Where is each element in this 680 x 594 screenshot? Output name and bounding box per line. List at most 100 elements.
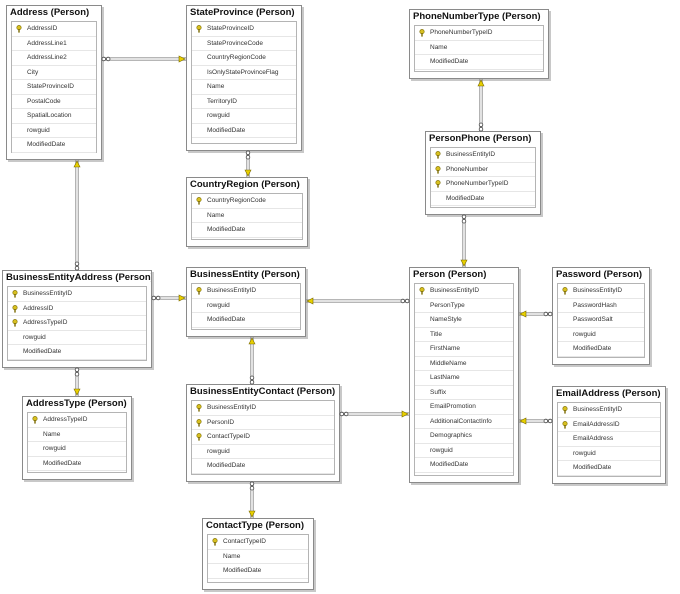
column-row[interactable]: ModifiedDate: [28, 457, 126, 471]
column-row[interactable]: rowguid: [558, 328, 644, 342]
column-row[interactable]: PostalCode: [12, 95, 96, 109]
column-row[interactable]: ModifiedDate: [558, 461, 660, 476]
column-row[interactable]: EmailAddress: [558, 432, 660, 447]
column-row[interactable]: PasswordHash: [558, 299, 644, 313]
column-row[interactable]: ModifiedDate: [192, 124, 296, 138]
relationship-personphone-to-person[interactable]: [460, 214, 468, 267]
relationship-businessentitycontact-to-businessentity[interactable]: [248, 337, 256, 385]
column-row[interactable]: ModifiedDate: [8, 345, 146, 360]
relationship-businessentityaddress-to-address[interactable]: [73, 160, 81, 271]
column-row[interactable]: CountryRegionCode: [192, 194, 302, 209]
column-row[interactable]: City: [12, 66, 96, 80]
table-phone-number-type[interactable]: PhoneNumberType (Person)PhoneNumberTypeI…: [409, 9, 549, 79]
column-row[interactable]: SpatialLocation: [12, 109, 96, 124]
column-row[interactable]: BusinessEntityID: [415, 284, 513, 299]
column-row[interactable]: ModifiedDate: [415, 55, 543, 70]
column-row[interactable]: PersonID: [192, 416, 334, 430]
column-row[interactable]: LastName: [415, 371, 513, 386]
column-row[interactable]: PasswordSalt: [558, 313, 644, 328]
column-row[interactable]: AddressLine2: [12, 51, 96, 66]
column-row[interactable]: rowguid: [12, 124, 96, 138]
relationship-businessentitycontact-to-person[interactable]: [339, 410, 409, 418]
column-row[interactable]: Suffix: [415, 386, 513, 400]
column-row[interactable]: BusinessEntityID: [8, 287, 146, 302]
column-row[interactable]: ModifiedDate: [208, 564, 308, 579]
column-row[interactable]: AddressID: [12, 22, 96, 37]
column-row[interactable]: rowguid: [192, 445, 334, 459]
relationship-personphone-to-phonenumbertype[interactable]: [477, 79, 485, 132]
table-business-entity-contact[interactable]: BusinessEntityContact (Person)BusinessEn…: [186, 384, 340, 482]
column-row[interactable]: ModifiedDate: [192, 313, 300, 328]
column-row[interactable]: Demographics: [415, 429, 513, 444]
relationship-stateprovince-to-countryregion[interactable]: [244, 150, 252, 177]
column-row[interactable]: rowguid: [8, 331, 146, 345]
column-row[interactable]: BusinessEntityID: [192, 284, 300, 299]
column-row[interactable]: ModifiedDate: [192, 223, 302, 238]
column-row[interactable]: BusinessEntityID: [558, 403, 660, 418]
column-row[interactable]: CountryRegionCode: [192, 51, 296, 66]
column-row[interactable]: StateProvinceID: [12, 80, 96, 95]
column-row[interactable]: IsOnlyStateProvinceFlag: [192, 66, 296, 80]
column-name: BusinessEntityID: [573, 406, 623, 413]
primary-key-icon: [196, 433, 202, 441]
relationship-businessentityaddress-to-businessentity[interactable]: [151, 294, 186, 302]
column-row[interactable]: Name: [192, 80, 296, 95]
column-row[interactable]: Title: [415, 328, 513, 342]
column-row[interactable]: MiddleName: [415, 357, 513, 371]
column-row[interactable]: BusinessEntityID: [558, 284, 644, 299]
column-row[interactable]: ModifiedDate: [558, 342, 644, 357]
column-row[interactable]: NameStyle: [415, 313, 513, 328]
column-row[interactable]: PhoneNumberTypeID: [415, 26, 543, 41]
column-row[interactable]: AddressID: [8, 302, 146, 316]
column-row[interactable]: ModifiedDate: [192, 459, 334, 474]
column-row[interactable]: Name: [208, 550, 308, 564]
column-row[interactable]: rowguid: [28, 442, 126, 457]
relationship-businessentityaddress-to-addresstype[interactable]: [73, 367, 81, 396]
relationship-emailaddress-to-person[interactable]: [519, 417, 553, 425]
column-row[interactable]: BusinessEntityID: [431, 148, 535, 163]
relationship-password-to-person[interactable]: [519, 310, 553, 318]
column-name: AdditionalContactInfo: [430, 417, 492, 425]
column-row[interactable]: AddressLine1: [12, 37, 96, 51]
column-row[interactable]: PhoneNumber: [431, 163, 535, 177]
column-row[interactable]: Name: [192, 209, 302, 223]
column-row[interactable]: FirstName: [415, 342, 513, 357]
relationship-person-to-businessentity[interactable]: [306, 297, 410, 305]
column-row[interactable]: rowguid: [192, 109, 296, 124]
relationship-businessentitycontact-to-contacttype[interactable]: [248, 481, 256, 518]
column-row[interactable]: rowguid: [192, 299, 300, 313]
column-row[interactable]: ModifiedDate: [415, 458, 513, 473]
column-row[interactable]: AddressTypeID: [28, 413, 126, 428]
column-row[interactable]: ModifiedDate: [12, 138, 96, 153]
column-row[interactable]: EmailAddressID: [558, 418, 660, 432]
column-row[interactable]: Name: [28, 428, 126, 442]
column-row[interactable]: AddressTypeID: [8, 316, 146, 331]
column-name: PasswordSalt: [573, 316, 613, 323]
column-row[interactable]: TerritoryID: [192, 95, 296, 109]
column-row[interactable]: Name: [415, 41, 543, 55]
column-row[interactable]: StateProvinceCode: [192, 37, 296, 51]
column-row[interactable]: AdditionalContactInfo: [415, 415, 513, 429]
table-business-entity-address[interactable]: BusinessEntityAddress (Person)BusinessEn…: [2, 270, 152, 368]
column-row[interactable]: rowguid: [558, 447, 660, 461]
column-row[interactable]: PersonType: [415, 299, 513, 313]
column-row[interactable]: ContactTypeID: [208, 535, 308, 550]
column-row[interactable]: BusinessEntityID: [192, 401, 334, 416]
column-row[interactable]: EmailPromotion: [415, 400, 513, 415]
column-row[interactable]: ContactTypeID: [192, 430, 334, 445]
relationship-address-to-stateprovince[interactable]: [101, 55, 186, 63]
column-row[interactable]: ModifiedDate: [431, 192, 535, 206]
column-row[interactable]: StateProvinceID: [192, 22, 296, 37]
column-row[interactable]: rowguid: [415, 444, 513, 458]
column-row[interactable]: PhoneNumberTypeID: [431, 177, 535, 192]
